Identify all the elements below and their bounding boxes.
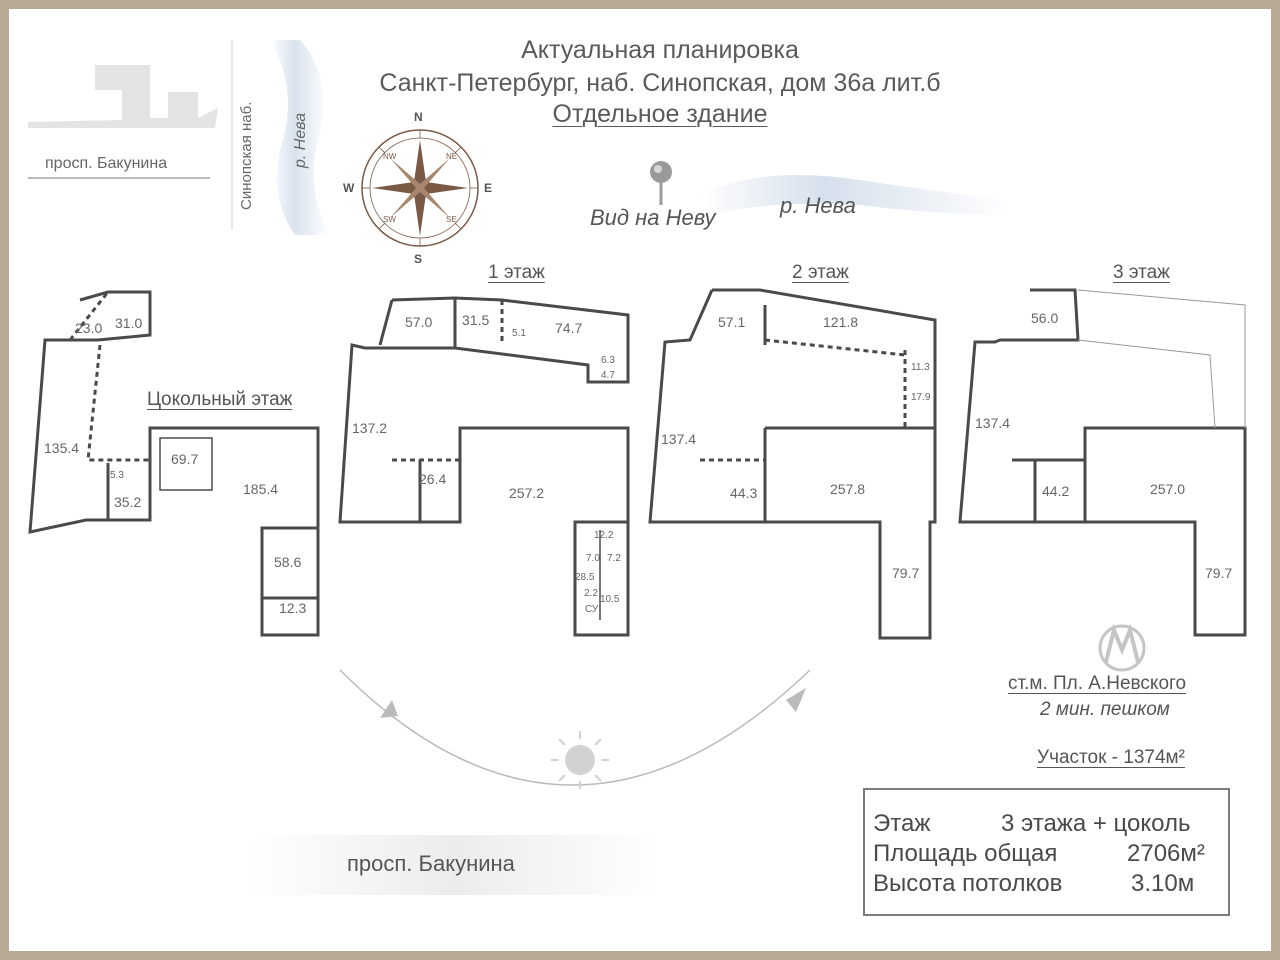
room-area: 137.4	[975, 415, 1011, 431]
room-area: 5.1	[512, 328, 526, 339]
room-area: 257.2	[509, 485, 545, 501]
room-area: 257.8	[830, 481, 866, 497]
room-area: 7.2	[607, 553, 621, 564]
room-area: СУ	[585, 604, 599, 615]
room-area: 185.4	[243, 481, 279, 497]
room-area: 12.2	[594, 530, 614, 541]
plan-floor3	[958, 288, 1247, 637]
room-area: 11.3	[911, 362, 930, 373]
plan-floor1	[338, 296, 630, 637]
bottom-street-label: просп. Бакунина	[347, 851, 515, 876]
room-area: 58.6	[274, 554, 302, 570]
room-area: 26.4	[419, 471, 447, 487]
compass-nw: NW	[383, 152, 397, 161]
site-building-shape	[28, 65, 218, 128]
room-area: 57.1	[718, 314, 746, 330]
river-neva-small	[270, 40, 330, 235]
compass-sw: SW	[383, 215, 396, 224]
info-height-value: 3.10м	[1131, 870, 1195, 897]
room-area: 23.0	[75, 320, 103, 336]
room-area: 79.7	[1205, 565, 1233, 581]
plot-area: Участок - 1374м²	[1037, 747, 1185, 768]
room-area: 56.0	[1031, 310, 1059, 326]
room-area: 79.7	[892, 565, 920, 581]
room-area: 69.7	[171, 451, 199, 467]
site-river-label: р. Нева	[292, 112, 309, 168]
title-building-type: Отдельное здание	[552, 100, 768, 128]
site-mini-map	[28, 40, 330, 235]
room-area: 7.0	[586, 553, 600, 564]
sun-icon	[551, 731, 609, 789]
room-area: 10.5	[600, 594, 620, 605]
room-area: 57.0	[405, 314, 433, 330]
info-area-label: Площадь общая	[873, 840, 1058, 867]
room-area: 74.7	[555, 320, 583, 336]
floor-label-2: 2 этаж	[792, 262, 849, 283]
compass-rose	[361, 129, 479, 247]
river-label: р. Нева	[780, 193, 856, 218]
room-area: 121.8	[823, 314, 859, 330]
compass-n: N	[414, 110, 423, 124]
metro-station: ст.м. Пл. А.Невского	[1008, 673, 1187, 694]
room-area: 31.5	[462, 312, 490, 328]
room-area: 2.2	[584, 588, 598, 599]
info-box: Этаж 3 этажа + цоколь Площадь общая 2706…	[863, 788, 1230, 916]
room-area: 12.3	[279, 600, 307, 616]
room-area: 17.9	[911, 392, 931, 403]
room-area: 135.4	[44, 440, 80, 456]
room-area: 4.7	[601, 370, 615, 381]
view-pin-icon	[650, 161, 672, 205]
room-area: 137.2	[352, 420, 388, 436]
compass-e: E	[484, 181, 493, 195]
site-street-label: просп. Бакунина	[45, 155, 168, 172]
compass-ne: NE	[446, 152, 458, 161]
floor-label-3: 3 этаж	[1113, 262, 1170, 283]
compass-w: W	[343, 181, 355, 195]
site-embankment-label: Синопская наб.	[238, 101, 255, 210]
metro-logo-icon	[1098, 623, 1146, 672]
plan-floor2	[648, 288, 937, 640]
sun-path	[339, 669, 811, 786]
river-neva	[700, 175, 1010, 215]
title-line1: Актуальная планировка	[521, 36, 799, 64]
compass-s: S	[414, 252, 423, 266]
floor-label-basement: Цокольный этаж	[147, 389, 293, 410]
room-area: 6.3	[601, 355, 615, 366]
info-area-value: 2706м²	[1127, 840, 1205, 867]
room-area: 31.0	[115, 315, 143, 331]
room-area: 35.2	[114, 494, 142, 510]
room-area: 137.4	[661, 431, 697, 447]
room-area: 257.0	[1150, 481, 1186, 497]
info-floors-value: 3 этажа + цоколь	[1001, 810, 1191, 837]
title-address: Санкт-Петербург, наб. Синопская, дом 36а…	[379, 69, 941, 97]
metro-walk: 2 мин. пешком	[1040, 699, 1170, 720]
info-height-label: Высота потолков	[873, 870, 1063, 897]
room-area: 5.3	[110, 470, 124, 481]
compass-se: SE	[446, 215, 457, 224]
info-floors-label: Этаж	[873, 810, 931, 837]
bottom-road	[250, 835, 660, 895]
plan-basement	[28, 290, 320, 637]
floor-label-1: 1 этаж	[488, 262, 545, 283]
room-area: 44.2	[1042, 483, 1070, 499]
room-area: 44.3	[730, 485, 758, 501]
room-area: 28.5	[575, 572, 595, 583]
view-label: Вид на Неву	[590, 205, 716, 230]
